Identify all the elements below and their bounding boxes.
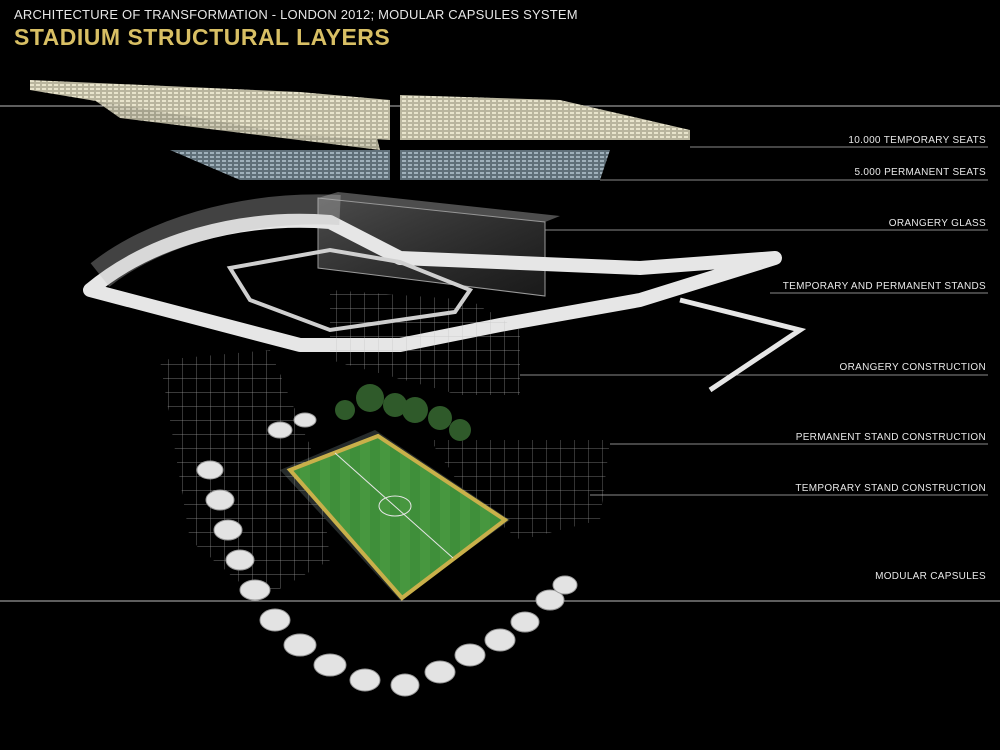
header: ARCHITECTURE OF TRANSFORMATION - LONDON … bbox=[14, 7, 578, 50]
orangery-glass-box bbox=[317, 192, 560, 297]
project-subtitle: ARCHITECTURE OF TRANSFORMATION - LONDON … bbox=[14, 7, 578, 22]
temporary-seats-layer bbox=[30, 80, 690, 180]
layer-label-permanent-seats: 5.000 PERMANENT SEATS bbox=[854, 167, 986, 178]
layer-label-temporary-seats: 10.000 TEMPORARY SEATS bbox=[848, 135, 986, 146]
layer-label-orangery-glass: ORANGERY GLASS bbox=[888, 218, 986, 229]
modular-capsules bbox=[196, 412, 578, 697]
orangery-trees bbox=[335, 384, 471, 441]
layer-label-modular-capsules: MODULAR CAPSULES bbox=[875, 571, 986, 582]
football-pitch bbox=[280, 430, 510, 601]
layer-label-temporary-stand-construction: TEMPORARY STAND CONSTRUCTION bbox=[795, 483, 986, 494]
layer-label-stands: TEMPORARY AND PERMANENT STANDS bbox=[782, 281, 986, 292]
layer-label-orangery-construction: ORANGERY CONSTRUCTION bbox=[839, 362, 986, 373]
page-title: STADIUM STRUCTURAL LAYERS bbox=[14, 24, 391, 50]
layer-label-permanent-stand-construction: PERMANENT STAND CONSTRUCTION bbox=[795, 432, 986, 443]
construction-scaffolds bbox=[160, 290, 610, 600]
